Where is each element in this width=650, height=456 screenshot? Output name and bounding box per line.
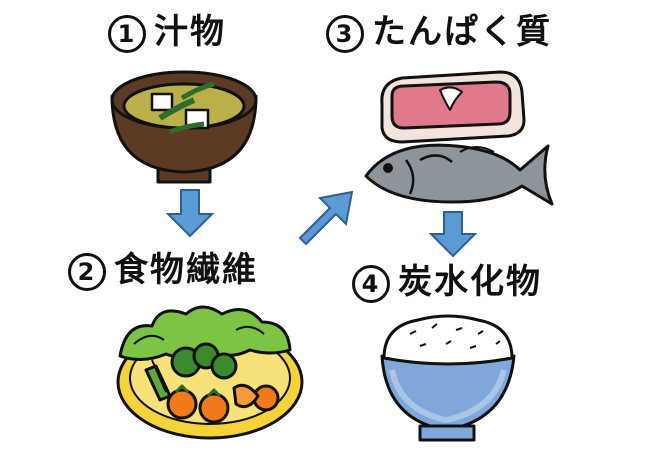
rice-bowl-icon (380, 314, 516, 442)
step-3-number: 3 (326, 14, 364, 53)
step-2-text: 食物繊維 (114, 250, 258, 290)
step-4-number: 4 (352, 264, 390, 303)
arrow-down-2-icon (428, 211, 478, 258)
meat-icon (380, 70, 526, 144)
arrow-up-right-icon (298, 190, 354, 246)
miso-soup-bowl-icon (110, 70, 258, 184)
step-2-number: 2 (68, 252, 106, 291)
arrow-down-1-icon (165, 189, 215, 238)
step-1-number: 1 (108, 14, 146, 53)
step-3-text: たんぱく質 (372, 12, 552, 52)
fish-icon (364, 143, 554, 206)
step-1-text: 汁物 (154, 12, 226, 52)
step-4-text: 炭水化物 (398, 262, 542, 302)
vegetable-plate-icon (116, 305, 304, 440)
